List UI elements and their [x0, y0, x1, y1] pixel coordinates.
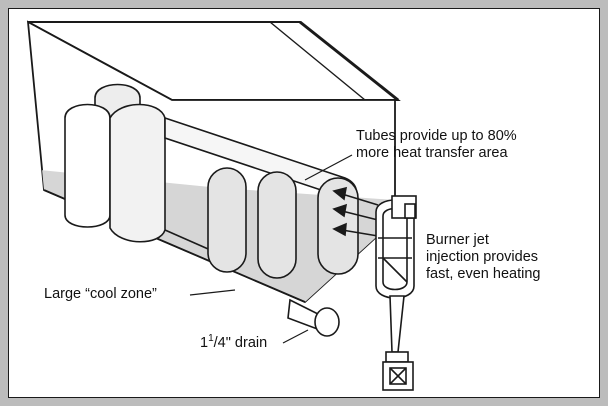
- back-tubes: [64, 83, 166, 243]
- tube-end-2: [257, 171, 297, 279]
- cool-zone-label: Large “cool zone”: [44, 286, 157, 302]
- drain-label-rest: " drain: [225, 335, 268, 351]
- tube-end-3: [317, 177, 359, 275]
- burner-assembly: [375, 195, 417, 391]
- drain-label: 11/4" drain: [200, 333, 268, 351]
- drain-pipe: [287, 298, 340, 337]
- burner-label-line2: injection provides: [426, 249, 539, 265]
- tube-end-1: [207, 167, 247, 273]
- drain-label-num: 1: [208, 333, 214, 345]
- leader-lines: [189, 154, 353, 344]
- burner-label-line1: Burner jet: [426, 232, 489, 248]
- tubes-label-line2: more heat transfer area: [356, 145, 508, 161]
- front-tubes: [207, 167, 359, 279]
- burner-label: Burner jet injection provides fast, even…: [426, 232, 540, 283]
- drain-label-whole: 1: [200, 335, 209, 351]
- jet-arrows: [332, 186, 379, 237]
- tubes-label: Tubes provide up to 80% more heat transf…: [356, 128, 517, 162]
- burner-label-line3: fast, even heating: [426, 266, 541, 282]
- drain-label-den: 4: [217, 335, 226, 351]
- tubes-label-line1: Tubes provide up to 80%: [356, 128, 517, 144]
